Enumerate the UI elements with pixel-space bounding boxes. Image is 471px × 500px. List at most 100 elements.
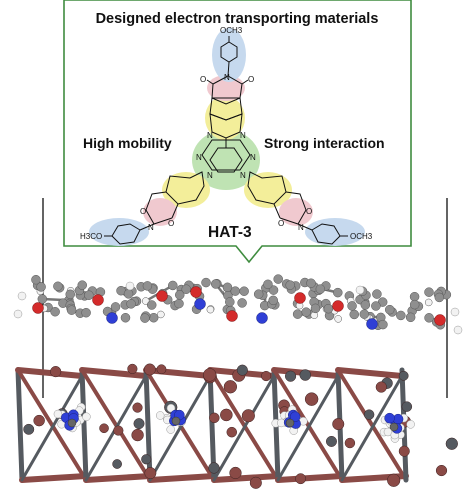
carbon-atom [405,312,416,323]
carbon-atom [237,298,247,308]
atom-n-left-imide: N [148,223,154,232]
framework-atom [141,454,152,465]
carbon-atom [396,310,406,321]
framework-atom [398,370,409,381]
framework-strut [20,374,84,482]
figure-title: Designed electron transporting materials [96,11,379,27]
carbon-atom [126,299,136,309]
carbon-atom [285,280,295,290]
carbon-atom [239,286,249,296]
guest-carbon-atom [171,416,181,426]
carbon-atom [123,289,134,299]
oxygen-atom [294,292,306,304]
framework-pillar [15,367,25,483]
nitrogen-atom [366,318,378,330]
atom-n-core-1: N [207,131,213,140]
oxygen-atom [190,286,202,298]
framework-strut [276,374,340,482]
framework-atom [387,473,401,487]
carbon-atom [36,282,46,292]
molecule-name: HAT-3 [208,224,252,241]
guest-nitrogen-atom [384,412,395,424]
carbon-atom [268,295,278,306]
framework-atom [132,402,143,413]
guest-carbon-atom [389,422,399,432]
hydrogen-atom [125,281,135,291]
atom-o-left-1: O [140,207,146,216]
framework-atom [208,462,220,474]
left-naphthalene-highlight [162,172,210,208]
carbon-atom [81,307,91,318]
carbon-atom [253,289,264,299]
substituent-top: OCH3 [220,26,243,35]
hydrogen-atom [453,325,463,335]
atom-n-core-5: N [207,171,213,180]
carbon-atom [53,281,63,292]
hydrogen-atom [206,305,215,314]
atom-o-top-right: O [248,75,254,84]
carbon-atom [110,302,121,312]
left-aryl-highlight [89,218,149,246]
carbon-atom [372,289,382,299]
carbon-atom [424,313,434,323]
framework-atom [113,425,124,436]
framework-beam-top [143,367,213,379]
framework-atom [401,401,413,412]
framework-pillar [79,367,89,483]
framework-atom [375,381,387,393]
hydrogen-atom [450,307,460,317]
framework-atom [33,414,45,427]
carbon-atom [168,280,178,291]
framework-atom [226,426,238,438]
carbon-atom [273,274,283,284]
guest-hydrogen-atom [155,411,165,420]
framework-atom [133,418,145,430]
framework-atom [344,437,356,449]
atom-n-core-2: N [240,131,246,140]
carbon-atom [66,305,77,315]
guest-hydrogen-atom [82,412,91,421]
carbon-atom [323,303,334,314]
carbon-atom [424,287,434,297]
guest-hydrogen-atom [53,409,63,419]
framework-strut [340,374,404,482]
hydrogen-atom [17,291,27,301]
oxygen-atom [434,314,446,326]
molecule-callout: Designed electron transporting materials [63,0,412,264]
atom-n-right-imide: N [298,223,304,232]
framework-atom [435,464,448,477]
carbon-atom [146,300,157,310]
carbon-atom [84,290,94,300]
carbon-atom [31,274,41,285]
substituent-right: OCH3 [350,232,373,241]
framework-atom [398,445,410,457]
guest-hydrogen-atom [166,425,175,434]
guest-hydrogen-atom [406,420,415,429]
framework-strut [148,374,212,482]
carbon-atom [409,299,420,310]
framework-atom [304,392,319,406]
atom-n-top-imide: N [224,73,230,82]
framework-atom [203,368,217,382]
carbon-atom [65,289,75,300]
atom-n-core-4: N [250,153,256,162]
carbon-atom [263,279,273,290]
carbon-atom [360,300,371,310]
carbon-atom [120,312,131,323]
framework-atom [223,380,238,394]
framework-atom [220,408,233,422]
carbon-atom [434,292,445,303]
framework-atom [209,412,220,424]
framework-atom [295,473,307,485]
framework-beam-top [15,367,85,379]
label-high-mobility: High mobility [83,135,172,151]
molecule-skeleton [104,36,348,245]
carbon-atom [384,304,395,315]
carbon-atom [142,281,153,291]
framework-beam-bottom [83,473,153,483]
atom-o-top-left: O [200,75,206,84]
carbon-atom [230,286,241,296]
oxygen-atom [332,300,344,312]
guest-nitrogen-atom [289,411,301,422]
